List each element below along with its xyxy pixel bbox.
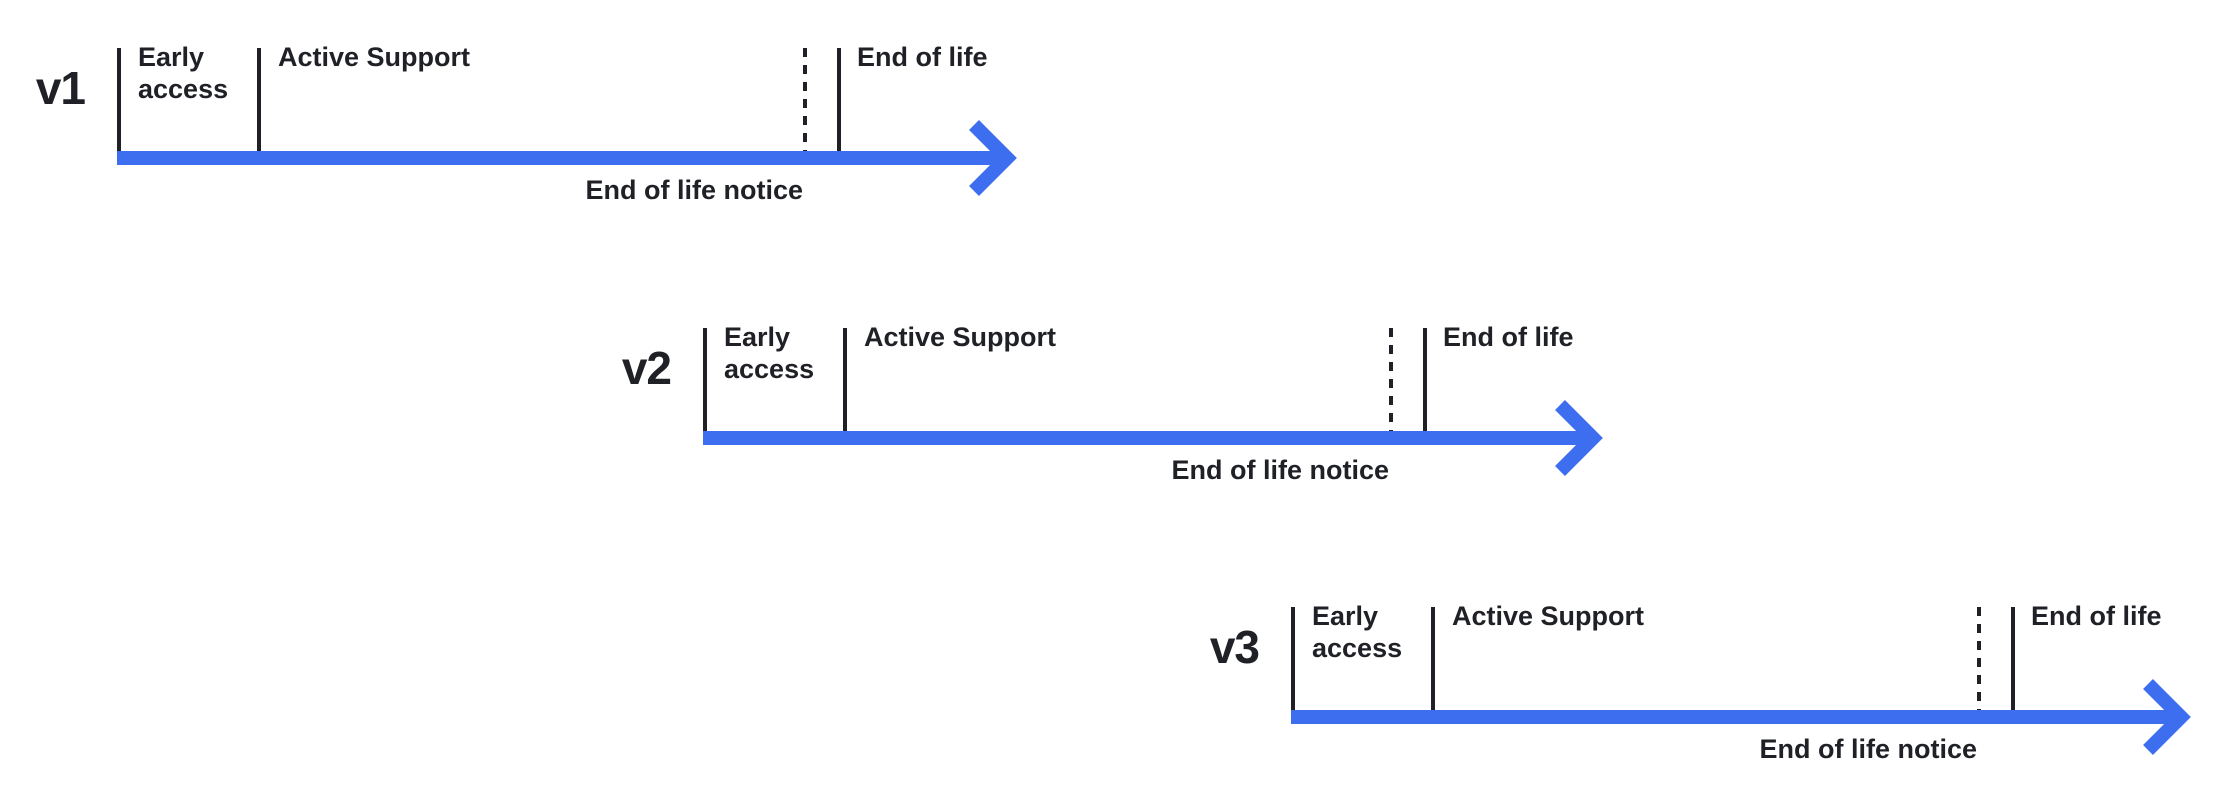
timeline-arrow: [703, 400, 1603, 476]
version-label: v1: [35, 62, 86, 114]
eol-notice-dashed-tick: [1977, 607, 1981, 711]
active-support-tick: [1431, 607, 1435, 711]
eol-notice-dashed-tick: [1389, 328, 1393, 432]
end-of-life-tick: [837, 48, 841, 152]
end-of-life-label: End of life: [1443, 322, 1574, 352]
active-support-tick: [843, 328, 847, 432]
end-of-life-notice-label: End of life notice: [1171, 455, 1389, 485]
version-label: v2: [621, 342, 672, 394]
end-of-life-label: End of life: [2031, 601, 2162, 631]
early-access-tick: [1291, 607, 1295, 711]
early-access-label: Early access: [1312, 601, 1403, 663]
timeline-row-v3: v3 Early access Active Support End of li…: [1210, 601, 2228, 777]
end-of-life-label: End of life: [857, 42, 988, 72]
early-access-label: Early access: [138, 42, 229, 104]
eol-notice-dashed-tick: [803, 48, 807, 152]
timeline-row-v2: v2 Early access Active Support End of li…: [622, 322, 1663, 498]
active-support-label: Active Support: [278, 42, 471, 72]
timeline-row-v1: v1 Early access Active Support End of li…: [36, 42, 1077, 218]
end-of-life-notice-label: End of life notice: [585, 175, 803, 205]
end-of-life-tick: [1423, 328, 1427, 432]
end-of-life-notice-label: End of life notice: [1759, 734, 1977, 764]
active-support-label: Active Support: [864, 322, 1057, 352]
timeline-arrow: [117, 120, 1017, 196]
early-access-label: Early access: [724, 322, 815, 384]
end-of-life-tick: [2011, 607, 2015, 711]
active-support-tick: [257, 48, 261, 152]
version-label: v3: [1209, 621, 1260, 673]
active-support-label: Active Support: [1452, 601, 1645, 631]
early-access-tick: [703, 328, 707, 432]
early-access-tick: [117, 48, 121, 152]
timeline-arrow: [1291, 679, 2191, 755]
